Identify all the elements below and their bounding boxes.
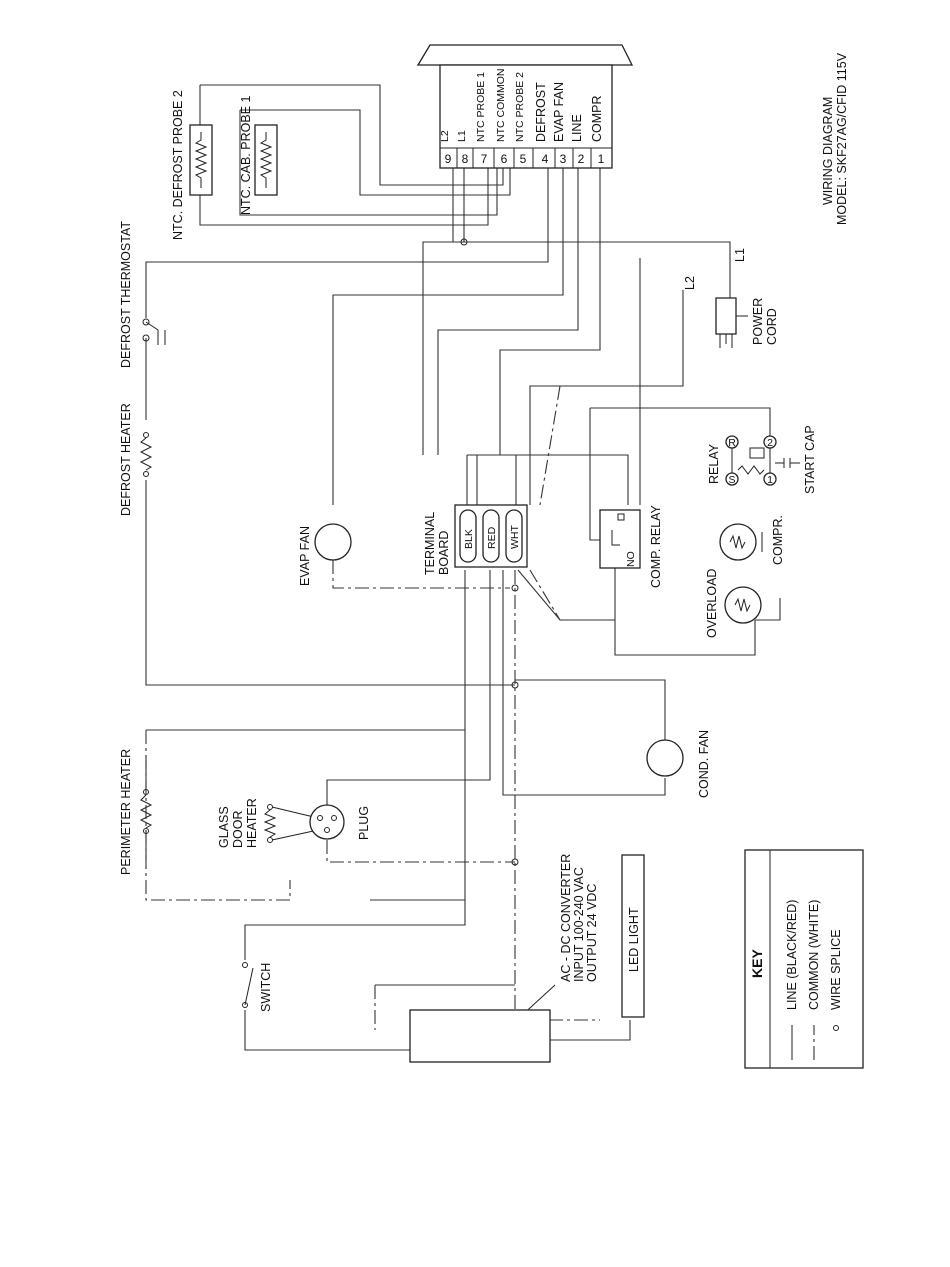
pin-5: 5 NTC PROBE 2 [514,72,534,168]
power-cord: POWER CORD L1 L2 [683,248,779,348]
wires [145,84,781,1056]
diagram-title: WIRING DIAGRAM MODEL: SKF27AG/CFID 115V [821,52,849,225]
terminal-red: RED [486,526,498,549]
wire-splices [460,238,519,866]
pin-4-label: DEFROST [534,82,548,142]
terminal-board: BLK RED WHT TERMINAL BOARD [423,504,528,575]
overload: OVERLOAD [705,569,762,638]
l2-label: L2 [683,276,697,290]
pin-4-number: 4 [542,152,549,166]
cond-fan: COND. FAN [646,730,711,798]
comp-relay-label: COMP. RELAY [649,504,663,588]
pin-9-number: 9 [445,152,452,166]
evap-fan-label: EVAP FAN [298,526,312,586]
pin-9: 9 L2 [439,130,458,168]
controller: 9 L2 8 L1 7 NTC PROBE 1 6 NTC COMMON 5 [416,44,634,169]
overload-label: OVERLOAD [705,569,719,638]
compressor: COMPR. [719,515,785,565]
pin-4: 4 DEFROST [534,82,556,168]
wire-splice [511,584,519,592]
pin-1: 1 COMPR [590,95,605,166]
svg-text:1: 1 [767,474,773,486]
svg-text:S: S [728,474,735,486]
terminal-board-label-1: TERMINAL [423,512,437,575]
pin-7: 7 NTC PROBE 1 [475,72,495,168]
key-title: KEY [749,949,765,978]
key-item-line: LINE (BLACK/RED) [785,900,799,1010]
led-light: LED LIGHT [621,854,645,1018]
l1-label: L1 [733,248,747,262]
pin-1-label: COMPR [590,95,604,142]
glass-door-heater: GLASS DOOR HEATER [217,798,319,849]
pin-5-label: NTC PROBE 2 [514,72,526,142]
pin-8-number: 8 [462,152,469,166]
wire-splice [511,858,519,866]
wire-splice [460,238,468,246]
defrost-heater-label: DEFROST HEATER [119,403,133,516]
converter-label-2: INPUT 100-240 VAC [572,867,586,982]
terminal-wht: WHT [509,525,521,549]
compressor-relay: S R 1 2 RELAY [707,435,777,486]
pin-1-number: 1 [598,152,605,166]
glass-door-heater-label-1: GLASS [217,806,231,848]
compr-label: COMPR. [771,515,785,565]
power-cord-label-1: POWER [751,298,765,345]
ntc-cab-probe-label: NTC. CAB. PROBE 1 [239,95,253,215]
pin-2: 2 LINE [570,114,592,168]
svg-text:2: 2 [767,437,773,449]
title-line-2: MODEL: SKF27AG/CFID 115V [835,52,849,225]
pin-5-number: 5 [520,152,527,166]
glass-door-heater-label-2: DOOR [231,811,245,849]
glass-door-heater-label-3: HEATER [245,798,259,848]
ntc-defrost-probe-label: NTC. DEFROST PROBE 2 [171,90,185,240]
converter-label-3: OUTPUT 24 VDC [585,884,599,982]
pin-3-number: 3 [560,152,567,166]
key-legend: KEY LINE (BLACK/RED) COMMON (WHITE) WIRE… [744,849,864,1069]
converter-label-1: AC - DC CONVERTER [559,854,573,982]
pin-6-number: 6 [501,152,508,166]
led-light-label: LED LIGHT [627,907,641,972]
pin-7-label: NTC PROBE 1 [475,72,487,142]
pin-7-number: 7 [481,152,488,166]
defrost-heater: DEFROST HEATER [119,403,153,516]
terminal-blk: BLK [463,529,475,549]
ntc-defrost-probe: NTC. DEFROST PROBE 2 [171,90,213,240]
pin-2-label: LINE [570,114,584,142]
cond-fan-label: COND. FAN [697,730,711,798]
pin-3: 3 EVAP FAN [552,82,574,168]
defrost-thermostat-label: DEFROST THERMOSTAT [119,221,133,368]
relay-label: RELAY [707,443,721,484]
power-cord-label-2: CORD [765,308,779,345]
title-line-1: WIRING DIAGRAM [821,97,835,205]
ntc-cab-probe: NTC. CAB. PROBE 1 [239,95,278,215]
key-item-common: COMMON (WHITE) [807,900,821,1010]
key-splice-sample [833,1025,839,1031]
pin-8-label: L1 [456,130,468,142]
switch-label: SWITCH [259,963,273,1012]
terminal-board-label-2: BOARD [437,531,451,575]
controller-pins: 9 L2 8 L1 7 NTC PROBE 1 6 NTC COMMON 5 [439,69,605,168]
plug: PLUG [309,804,371,840]
plug-label: PLUG [357,806,371,840]
ac-dc-converter: AC - DC CONVERTER INPUT 100-240 VAC OUTP… [409,854,599,1063]
switch: SWITCH [242,962,273,1012]
key-item-splice: WIRE SPLICE [829,929,843,1010]
pin-6-label: NTC COMMON [495,69,507,143]
wire-splice [511,681,519,689]
perimeter-heater: PERIMETER HEATER [119,749,153,875]
comp-relay-no-label: NO [625,551,637,567]
pin-3-label: EVAP FAN [552,82,566,142]
pin-2-number: 2 [578,152,585,166]
svg-text:R: R [728,437,736,449]
start-cap: START CAP [775,425,817,494]
evap-fan: EVAP FAN [298,523,352,586]
start-cap-label: START CAP [803,425,817,494]
comp-relay: NO COMP. RELAY [599,504,663,588]
perimeter-heater-label: PERIMETER HEATER [119,749,133,875]
pin-6: 6 NTC COMMON [495,69,515,168]
pin-8: 8 L1 [456,130,474,168]
defrost-thermostat: DEFROST THERMOSTAT [119,221,166,368]
pin-9-label: L2 [439,130,451,142]
